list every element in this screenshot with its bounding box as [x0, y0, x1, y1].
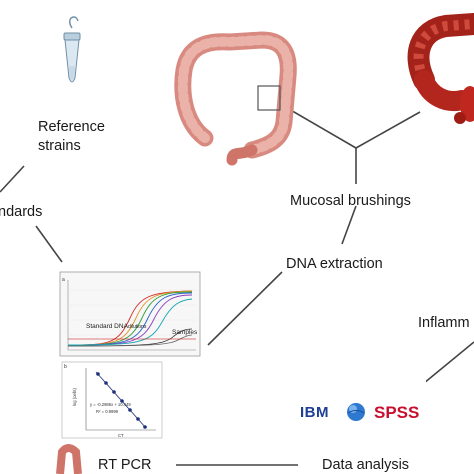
- data-analysis-label: Data analysis: [322, 457, 410, 473]
- qpcr-amplification-plot: a Standard DNA dilutions Samples: [59, 271, 201, 357]
- standard-dna-annotation: Standard DNA: [86, 323, 129, 330]
- standards-label: ndards: [0, 204, 43, 220]
- inflammation-label: Inflamm: [418, 315, 470, 331]
- spss-logo: SPSS: [374, 403, 419, 422]
- sample-region-box: [257, 85, 281, 111]
- connector-extraction-qpcr: [207, 271, 283, 346]
- ibm-logo: IBM: [300, 404, 329, 421]
- curve-ylabel: log (cells): [72, 387, 77, 406]
- regression-equation: y = -0.2986x + 10.449: [90, 402, 131, 407]
- software-logos: IBM SPSS: [298, 374, 426, 446]
- samples-annotation: Samples: [172, 329, 198, 336]
- colon-illustration-bottom: [56, 444, 82, 474]
- mucosal-brushings-label: Mucosal brushings: [290, 193, 411, 209]
- connector-lines: [0, 104, 474, 466]
- reference-label-line2: strains: [38, 138, 81, 154]
- reference-label-line1: Reference: [38, 119, 105, 135]
- connector-standards-qpcr: [35, 225, 63, 263]
- colon-illustration-right: [407, 13, 474, 124]
- qpcr-panel-letter: a: [62, 277, 65, 283]
- connector-inflammation-analysis: [417, 341, 474, 389]
- dilutions-annotation: dilutions: [128, 324, 147, 330]
- connector-colon-right: [355, 111, 421, 149]
- standard-curve-plot: b y = -0.2986x + 10.449 R² = 0.9999 CT l…: [61, 361, 163, 439]
- standard-curve-points: [96, 372, 147, 429]
- r-squared: R² = 0.9999: [96, 409, 119, 414]
- connector-extraction: [341, 205, 357, 245]
- tube-icon: [63, 16, 81, 83]
- connector-colon-left: [281, 104, 357, 149]
- connector-strains-standards: [0, 165, 25, 193]
- rt-pcr-label: RT PCR: [98, 457, 152, 473]
- colon-illustration-left: [174, 31, 297, 166]
- globe-icon: [347, 403, 365, 421]
- dna-extraction-label: DNA extraction: [286, 256, 383, 272]
- curve-xlabel: CT: [118, 433, 124, 438]
- curve-panel-letter: b: [64, 364, 67, 370]
